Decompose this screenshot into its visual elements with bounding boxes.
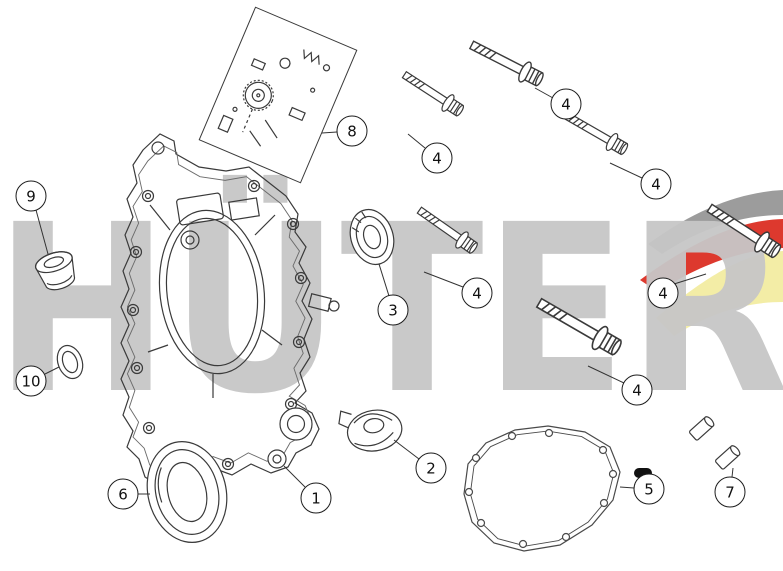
breather-cap [34,251,76,291]
callout-part-4d-label: 4 [472,284,482,302]
callout-part-4f-label: 4 [632,381,642,399]
callout-part-1: 1 [300,482,332,514]
callout-part-5: 5 [633,473,665,505]
callout-part-4b-label: 4 [561,95,571,113]
flange-bolt-2 [466,34,548,91]
callout-part-3-label: 3 [388,301,398,319]
crankcase-cover [120,133,340,488]
callout-part-9: 9 [15,180,47,212]
oil-filler-cap [338,409,403,452]
callout-part-8-label: 8 [347,122,357,140]
small-oil-seal [349,208,395,266]
callout-part-6-label: 6 [118,485,128,503]
callout-part-4c-label: 4 [651,175,661,193]
callout-part-2: 2 [415,452,447,484]
callout-part-4e-label: 4 [658,284,668,302]
side-cover-gasket [463,425,621,552]
flange-bolt-1 [398,66,468,121]
o-ring-seal [56,344,84,380]
flange-bolt-6 [531,290,626,361]
logo-yellow-stripe [656,251,783,336]
callout-part-4d: 4 [461,277,493,309]
callout-part-1-label: 1 [311,489,321,507]
callout-part-4f: 4 [621,374,653,406]
callout-part-8: 8 [336,115,368,147]
callout-part-7: 7 [714,476,746,508]
flange-bolt-4 [413,201,482,258]
callout-part-10-label: 10 [21,372,41,390]
callout-part-5-label: 5 [644,480,654,498]
dowel-pins [689,416,741,470]
callout-part-4b: 4 [550,88,582,120]
governor-plate-parts [198,6,358,184]
leader-lines [35,87,734,495]
callout-part-4e: 4 [647,277,679,309]
callout-part-7-label: 7 [725,483,735,501]
flange-bolt-5 [702,197,783,263]
callout-part-4c: 4 [640,168,672,200]
callout-part-4a: 4 [421,142,453,174]
callout-part-4a-label: 4 [432,149,442,167]
callout-part-3: 3 [377,294,409,326]
callout-part-9-label: 9 [26,187,36,205]
callout-part-10: 10 [15,365,47,397]
callout-part-6: 6 [107,478,139,510]
logo-gray-stripe [648,190,783,254]
callout-part-2-label: 2 [426,459,436,477]
large-oil-seal [146,441,228,543]
